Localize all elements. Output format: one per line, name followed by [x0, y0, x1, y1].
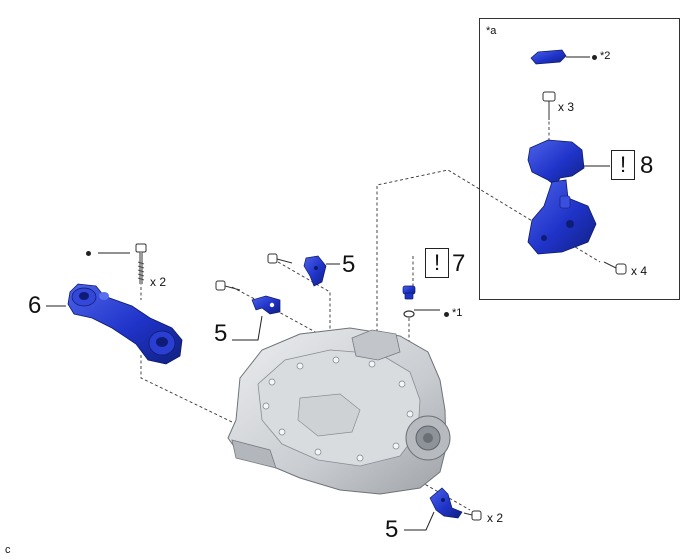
bolt-icon [215, 253, 482, 521]
bullet-dot-icon [444, 312, 449, 317]
quantity-bolt-6: x 2 [150, 275, 167, 289]
quantity-bolt-bottom: x 2 [487, 511, 504, 525]
mount-8 [527, 139, 597, 255]
sensor-cap-icon [530, 49, 567, 65]
detail-inset-box [479, 18, 680, 300]
callout-item-5-bottom: 5 [385, 516, 399, 543]
bracket-5-bottom [429, 487, 463, 519]
callout-leaders [46, 56, 610, 531]
transaxle-assembly [227, 327, 451, 495]
bracket-5-left [251, 295, 281, 315]
callout-item-8: 8 [640, 152, 654, 179]
plug-7 [402, 285, 416, 318]
callout-item-7: 7 [452, 250, 466, 277]
quantity-bolt-8: x 4 [631, 264, 648, 278]
corner-mark: c [5, 544, 11, 556]
bolt-6-icon [135, 243, 147, 284]
bullet-dot-icon [86, 251, 91, 256]
callout-item-5-left: 5 [214, 320, 228, 347]
bolt-8-icon [603, 261, 627, 275]
inset-bolt-icon [542, 91, 556, 120]
note-star2: *2 [600, 50, 611, 62]
callout-item-6: 6 [28, 292, 42, 319]
bracket-5-top [303, 255, 327, 287]
note-star1: *1 [452, 307, 463, 319]
quantity-bolt-inset: x 3 [558, 100, 575, 114]
torque-rod-part-6 [67, 283, 183, 365]
inset-label: *a [486, 25, 497, 37]
callout-item-5-top: 5 [342, 251, 356, 278]
caution-mark-item-7: ! [425, 248, 449, 278]
caution-mark-item-8: ! [611, 150, 635, 180]
bullet-dot-icon [592, 55, 597, 60]
